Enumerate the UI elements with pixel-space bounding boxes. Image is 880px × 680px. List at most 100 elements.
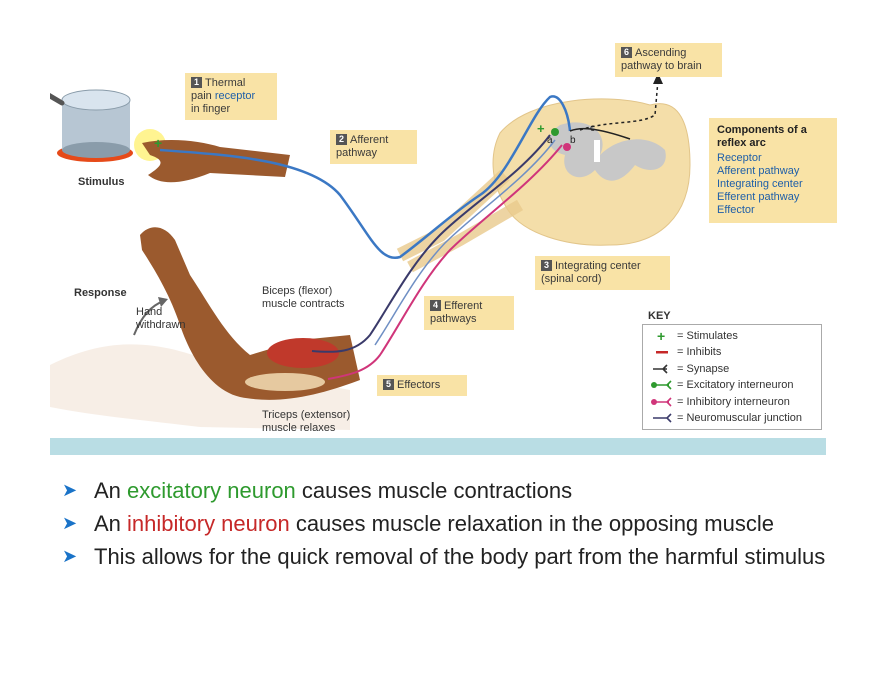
inhibitory-interneuron xyxy=(563,143,571,151)
biceps-line1: Biceps (flexor) xyxy=(262,285,333,297)
bullet-text: An xyxy=(94,511,128,536)
lower-arm xyxy=(140,227,360,400)
callout-line: Thermal xyxy=(205,77,246,89)
callout-line: pathway to brain xyxy=(621,60,702,72)
component-item: Afferent pathway xyxy=(717,165,800,177)
key-row: + = Stimulates xyxy=(649,328,815,344)
bullet-item: ➤ This allows for the quick removal of t… xyxy=(62,540,832,573)
component-item: Receptor xyxy=(717,152,762,164)
triceps-line2: muscle relaxes xyxy=(262,422,336,434)
callout-line: Afferent xyxy=(350,134,389,146)
callout-line-receptor: receptor xyxy=(214,90,256,102)
bullet-list: ➤ An excitatory neuron causes muscle con… xyxy=(62,474,832,573)
bullet-text: This allows for the quick removal of the… xyxy=(94,544,826,569)
callout-line: pathways xyxy=(430,313,477,325)
spinal-cord xyxy=(396,98,691,273)
neuromuscular-junction-icon xyxy=(653,413,672,423)
key-row: = Inhibitory interneuron xyxy=(649,394,815,410)
cord-interneuron-line xyxy=(569,127,631,140)
stimulates-plus-icon: + xyxy=(657,330,665,342)
bullet-highlight-inhibitory: inhibitory neuron xyxy=(127,511,290,536)
hot-pot xyxy=(50,89,131,158)
key-row: = Synapse xyxy=(649,361,815,377)
arrow-bullet-icon: ➤ xyxy=(62,480,78,500)
inhibitory-interneuron-icon xyxy=(651,397,672,407)
callout-number: 6 xyxy=(621,47,632,58)
callout-number: 1 xyxy=(191,77,202,88)
excitatory-interneuron-icon xyxy=(651,380,672,390)
key-row-label: = Inhibitory interneuron xyxy=(677,395,790,408)
bullet-text: causes muscle relaxation in the opposing… xyxy=(289,511,774,536)
biceps-label: Biceps (flexor) muscle contracts xyxy=(262,285,345,311)
callout-line: Effectors xyxy=(397,379,441,391)
key-row-label: = Stimulates xyxy=(677,330,738,342)
efferent-motor-path-3 xyxy=(374,139,556,346)
key-row-label: = Excitatory interneuron xyxy=(677,379,794,392)
callout-number: 5 xyxy=(383,379,394,390)
component-item: Integrating center xyxy=(717,178,803,190)
key-row: = Excitatory interneuron xyxy=(649,377,815,393)
svg-text:+: + xyxy=(657,330,665,342)
callout-line: pain xyxy=(191,90,215,102)
bullet-item: ➤ An inhibitory neuron causes muscle rel… xyxy=(62,507,832,540)
callout-number: 3 xyxy=(541,260,552,271)
key-row: = Inhibits xyxy=(649,344,815,360)
component-item: Effector xyxy=(717,204,755,216)
key-row-label: = Synapse xyxy=(677,362,730,375)
cord-label-a: a xyxy=(547,135,553,146)
callout-number: 2 xyxy=(336,134,347,145)
arrow-bullet-icon: ➤ xyxy=(62,513,78,533)
efferent-motor-path-1 xyxy=(311,134,551,353)
components-title: Components of a reflex arc xyxy=(717,124,829,150)
components-title-line2: reflex arc xyxy=(717,137,766,149)
stimulus-label: Stimulus xyxy=(78,176,125,188)
ghost-arm xyxy=(50,344,350,430)
cord-label-c: c xyxy=(590,123,595,134)
hand-line2: withdrawn xyxy=(136,319,186,331)
cord-label-b: b xyxy=(570,135,576,146)
legend-key: KEY + = Stimulates = Inhibits = Synapse =… xyxy=(642,310,822,431)
triceps-line1: Triceps (extensor) xyxy=(262,409,351,421)
ascending-pathway-arrow xyxy=(579,79,659,131)
triceps-muscle xyxy=(245,373,325,391)
callout-line: Integrating center xyxy=(555,260,641,272)
synapse-icon xyxy=(653,364,668,374)
inhibits-minus-icon xyxy=(656,351,668,354)
components-box: Components of a reflex arc Receptor Affe… xyxy=(709,118,837,223)
key-title: KEY xyxy=(648,310,671,322)
biceps-line2: muscle contracts xyxy=(262,298,345,310)
hand-line1: Hand xyxy=(136,306,163,318)
callout-line: pathway xyxy=(336,147,377,159)
excitatory-interneuron xyxy=(551,128,559,136)
biceps-muscle xyxy=(267,338,339,368)
response-label: Response xyxy=(74,287,127,299)
component-item: Efferent pathway xyxy=(717,191,800,203)
arrow-bullet-icon: ➤ xyxy=(62,546,78,566)
callout-line: Efferent xyxy=(444,300,483,312)
efferent-motor-path-2 xyxy=(327,144,563,380)
bullet-text: causes muscle contractions xyxy=(295,478,573,503)
callout-line: in finger xyxy=(191,103,231,115)
components-title-line1: Components of a xyxy=(717,124,807,136)
reflex-arc-figure: + + a b c xyxy=(50,73,691,430)
afferent-pathway-line xyxy=(159,95,572,260)
key-row-label: = Neuromuscular junction xyxy=(677,411,803,424)
callout-line: (spinal cord) xyxy=(541,273,602,285)
callout-line: Ascending xyxy=(635,47,687,59)
divider-bar xyxy=(50,438,826,455)
hand-withdrawn-label: Hand withdrawn xyxy=(136,306,186,332)
cord-plus-sign: + xyxy=(537,121,545,136)
callout-number: 4 xyxy=(430,300,441,311)
bullet-text: An xyxy=(94,478,128,503)
bullet-item: ➤ An excitatory neuron causes muscle con… xyxy=(62,474,832,507)
bullet-highlight-excitatory: excitatory neuron xyxy=(127,478,296,503)
receptor-plus-sign: + xyxy=(154,135,162,151)
key-row: = Neuromuscular junction xyxy=(649,410,815,426)
triceps-label: Triceps (extensor) muscle relaxes xyxy=(262,409,350,435)
